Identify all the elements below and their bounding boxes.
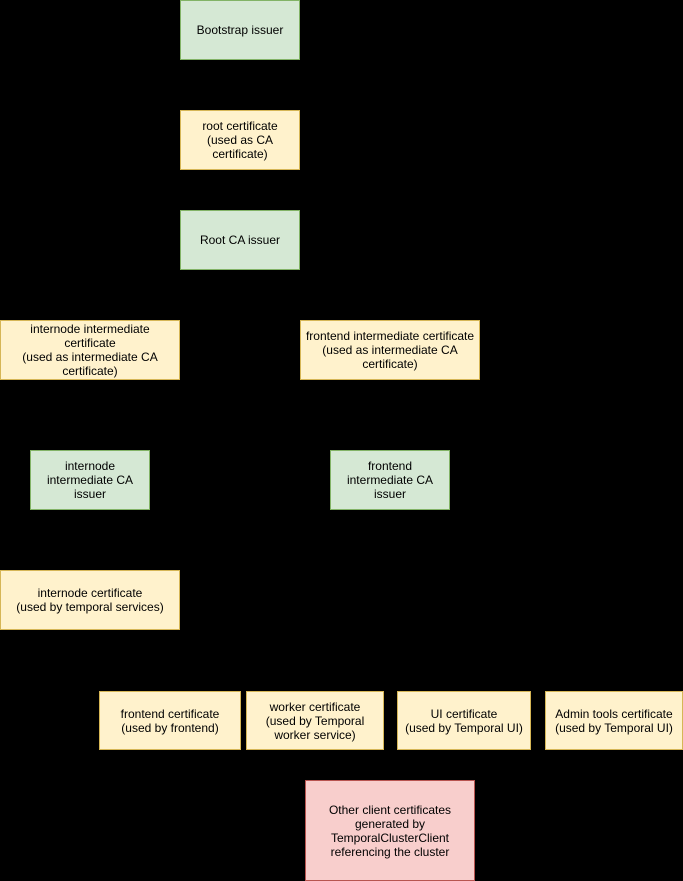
node-root-certificate[interactable]: root certificate (used as CA certificate… — [180, 110, 300, 170]
node-label: Root CA issuer — [199, 233, 281, 247]
edge-to-ui-certificate — [464, 670, 465, 691]
edge-to-frontend-certificate — [170, 670, 171, 691]
edge-to-internode-intermediate-cert — [90, 295, 91, 320]
edge-frontend-issuer-down — [390, 510, 391, 670]
node-root-ca-issuer[interactable]: Root CA issuer — [180, 210, 300, 270]
node-label: Other client certificates generated by T… — [328, 802, 452, 859]
node-internode-intermediate-ca-issuer[interactable]: internode intermediate CA issuer — [30, 450, 150, 510]
node-frontend-intermediate-ca-issuer[interactable]: frontend intermediate CA issuer — [330, 450, 450, 510]
node-internode-certificate[interactable]: internode certificate (used by temporal … — [0, 570, 180, 630]
edge-root-cert-to-root-ca-issuer — [240, 170, 241, 210]
edge-internode-issuer-to-cert — [90, 510, 91, 570]
edge-to-worker-certificate — [315, 670, 316, 691]
edge-root-ca-issuer-split — [90, 295, 390, 296]
edge-frontend-cert-to-issuer — [390, 380, 391, 450]
edge-internode-cert-to-issuer — [90, 380, 91, 450]
node-frontend-certificate[interactable]: frontend certificate (used by frontend) — [99, 691, 241, 750]
node-label: Bootstrap issuer — [196, 23, 284, 37]
node-label: Admin tools certificate (used by Tempora… — [555, 706, 673, 735]
node-worker-certificate[interactable]: worker certificate (used by Temporal wor… — [246, 691, 384, 750]
edge-frontend-issuer-fanout — [170, 670, 614, 671]
edge-to-other-client-certificates — [390, 750, 391, 780]
node-label: internode certificate (used by temporal … — [16, 586, 164, 614]
node-label: UI certificate (used by Temporal UI) — [405, 706, 523, 735]
node-label: root certificate (used as CA certificate… — [202, 119, 278, 161]
node-label: frontend certificate (used by frontend) — [120, 706, 220, 735]
node-bootstrap-issuer[interactable]: Bootstrap issuer — [180, 0, 300, 60]
node-internode-intermediate-certificate[interactable]: internode intermediate certificate (used… — [0, 320, 180, 380]
node-label: worker certificate (used by Temporal wor… — [265, 699, 365, 742]
node-frontend-intermediate-certificate[interactable]: frontend intermediate certificate (used … — [300, 320, 480, 380]
node-ui-certificate[interactable]: UI certificate (used by Temporal UI) — [397, 691, 531, 750]
node-label: frontend intermediate CA issuer — [346, 459, 434, 501]
edge-to-admin-tools-certificate — [614, 670, 615, 691]
edge-root-ca-issuer-down — [240, 270, 241, 295]
node-label: internode intermediate CA issuer — [46, 459, 134, 501]
node-admin-tools-certificate[interactable]: Admin tools certificate (used by Tempora… — [545, 691, 683, 750]
edge-bootstrap-to-root-cert — [240, 60, 241, 110]
node-label: internode intermediate certificate (used… — [22, 322, 158, 378]
node-label: frontend intermediate certificate (used … — [305, 329, 475, 371]
edge-to-frontend-intermediate-cert — [390, 295, 391, 320]
node-other-client-certificates[interactable]: Other client certificates generated by T… — [305, 780, 475, 881]
